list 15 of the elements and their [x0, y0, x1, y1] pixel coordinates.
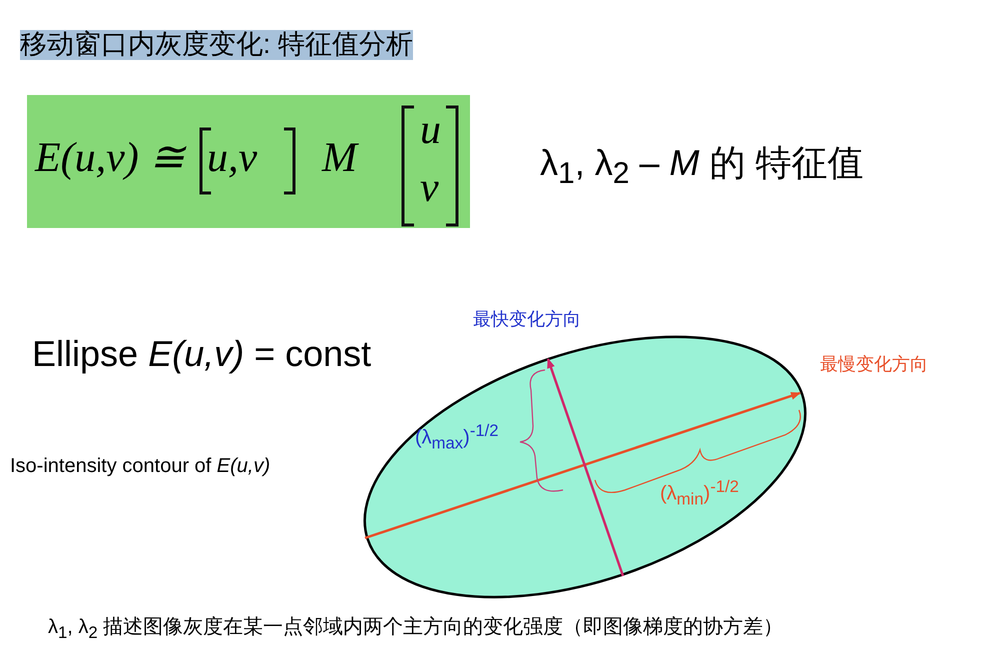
caption: λ$_{1}$, λ$_{2}$ 描述图像灰度在某一点邻域内两个主方向的变化强度（即图像梯度的协方差）: [48, 616, 784, 642]
math-expression: u,v: [207, 135, 258, 182]
eigenvalue-note: λ$_{1}$, λ$_{2}$ – M 的 特征值: [540, 143, 864, 190]
formula-box: [27, 95, 470, 228]
math-expression: u: [420, 107, 441, 154]
direction-label: 最快变化方向: [473, 310, 581, 330]
math-expression: M: [322, 135, 357, 182]
ellipse-equation: Ellipse E(u,v) = const: [32, 334, 372, 374]
direction-label: 最慢变化方向: [820, 355, 928, 375]
title: 移动窗口内灰度变化: 特征值分析: [20, 30, 414, 60]
contour-description: Iso-intensity contour of E(u,v): [10, 455, 270, 477]
math-expression: E(u,v) ≅: [35, 135, 184, 182]
axis-length-label: (λ$_{min}$)$^{-1/2}$: [660, 478, 739, 509]
axis-length-label: (λ$_{max}$)$^{-1/2}$: [415, 422, 499, 453]
math-expression: v: [420, 165, 439, 212]
